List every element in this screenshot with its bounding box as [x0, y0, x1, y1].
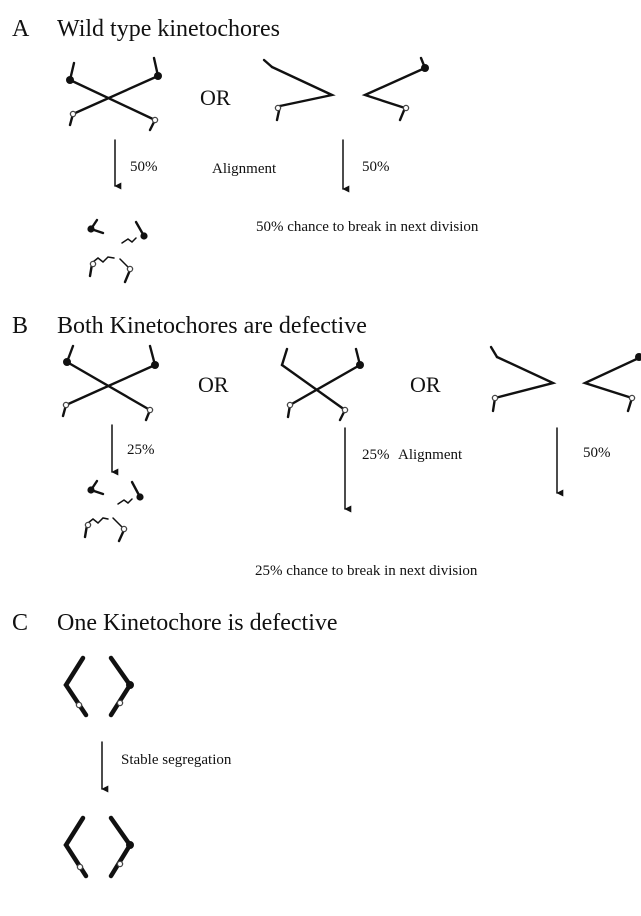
panel-b-letter: B [12, 313, 28, 339]
panel-b-crossed-pair-1 [61, 344, 159, 422]
panel-b-separated-pair [489, 345, 641, 413]
panel-c-pair-bottom [63, 815, 134, 879]
panel-b-title: Both Kinetochores are defective [57, 313, 367, 339]
panel-b-broken-fragments [83, 479, 144, 543]
panel-c-label: Stable segregation [121, 752, 232, 768]
panel-a-pct-left: 50% [130, 159, 158, 175]
panel-c: C One Kinetochore is defective Stable se… [12, 610, 338, 879]
panel-b-alignment: Alignment [398, 447, 463, 463]
panel-b-note: 25% chance to break in next division [255, 563, 478, 579]
panel-b-pct-left: 25% [127, 442, 155, 458]
panel-a-separated-pair [262, 56, 429, 122]
panel-a-pct-right: 50% [362, 159, 390, 175]
panel-a: A Wild type kinetochores OR [12, 16, 479, 284]
panel-b-or-1: OR [198, 372, 229, 397]
panel-b: B Both Kinetochores are defective OR [12, 313, 641, 579]
panel-a-letter: A [12, 16, 30, 42]
panel-c-title: One Kinetochore is defective [57, 610, 338, 636]
panel-a-or: OR [200, 85, 231, 110]
panel-a-note: 50% chance to break in next division [256, 219, 479, 235]
panel-a-broken-fragments [87, 218, 148, 284]
panel-a-title: Wild type kinetochores [57, 16, 280, 42]
panel-a-alignment: Alignment [212, 161, 277, 177]
panel-b-or-2: OR [410, 372, 441, 397]
panel-b-crossed-pair-2 [280, 347, 364, 422]
panel-b-pct-right: 50% [583, 445, 611, 461]
panel-c-pair-top [63, 655, 134, 718]
panel-c-letter: C [12, 610, 28, 636]
panel-a-crossed-pair [66, 56, 162, 132]
panel-b-pct-mid: 25% [362, 447, 390, 463]
